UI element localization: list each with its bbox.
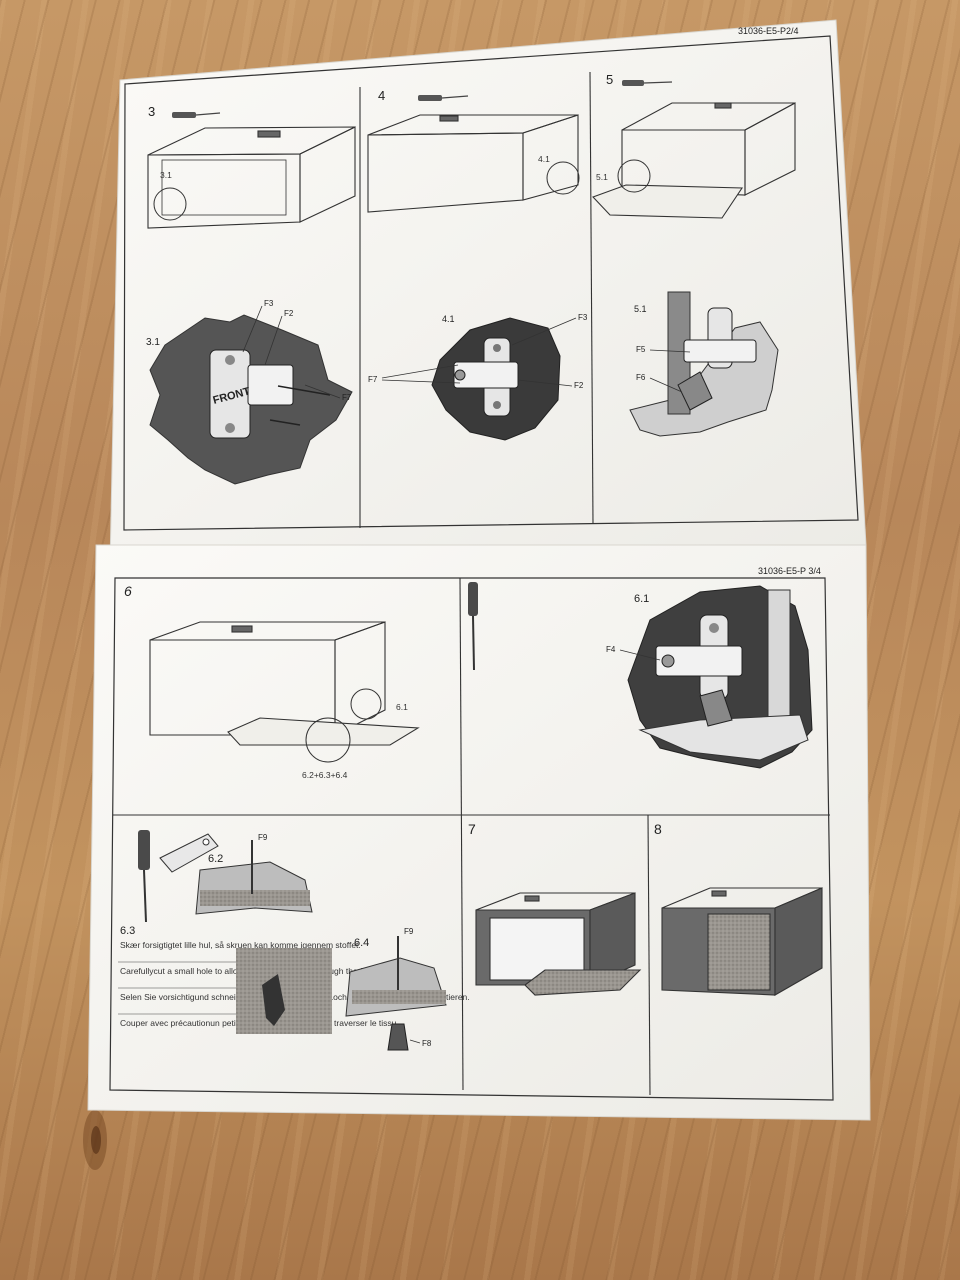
screwdriver-icon bbox=[172, 112, 221, 118]
callout-f7: F7 bbox=[368, 375, 378, 384]
hinge-plate bbox=[655, 614, 743, 727]
hinge-zoom-circle bbox=[546, 161, 580, 195]
cutter-tool-icon bbox=[159, 833, 219, 873]
callout-f4: F4 bbox=[606, 645, 616, 654]
knife-icon bbox=[262, 974, 285, 1026]
step-5-number: 5 bbox=[606, 72, 613, 87]
wood-knot bbox=[91, 1126, 101, 1154]
callout-f2: F2 bbox=[574, 381, 584, 390]
step-3-number: 3 bbox=[148, 104, 155, 119]
callout-f9: F9 bbox=[404, 927, 414, 936]
panel-step-4: 4 4.1 4.1 F3 F7 bbox=[367, 88, 588, 441]
step-6-number: 6 bbox=[124, 583, 132, 599]
callout-f7: F7 bbox=[342, 393, 352, 402]
step-7-number: 7 bbox=[468, 821, 476, 837]
callout-f5: F5 bbox=[636, 345, 646, 354]
detail-5-1-marker: 5.1 bbox=[596, 172, 608, 182]
detail-6-1-label: 6.1 bbox=[634, 593, 649, 605]
side-panel bbox=[767, 589, 791, 731]
detail-4-1-marker: 4.1 bbox=[538, 154, 550, 164]
top-sheet-code: 31036-E5-P2/4 bbox=[738, 26, 799, 36]
screwdriver-icon bbox=[418, 95, 469, 101]
bottom-instruction-sheet: 31036-E5-P 3/4 6 6.1 6.2+6.3+6.4 6.1 bbox=[87, 544, 871, 1121]
door-edge bbox=[638, 714, 809, 761]
combo-6-2-6-3-6-4: 6.2+6.3+6.4 bbox=[302, 770, 348, 780]
hinge-zoom-circle bbox=[153, 187, 187, 221]
detail-4-1-label: 4.1 bbox=[442, 314, 455, 324]
screwdriver-icon bbox=[138, 830, 150, 923]
cabinet-drawing-3 bbox=[147, 126, 356, 229]
hinge-zoom-circle bbox=[617, 159, 651, 193]
fabric-layer bbox=[200, 890, 310, 906]
callout-f3: F3 bbox=[578, 313, 588, 322]
instruction-da: Skær forsigtigtet lille hul, så skruen k… bbox=[120, 940, 361, 950]
knob-icon bbox=[387, 1023, 409, 1051]
step-6-3-label: 6.3 bbox=[120, 925, 135, 937]
panel-step-6: 6 6.1 6.2+6.3+6.4 bbox=[124, 583, 420, 780]
screwdriver-icon bbox=[622, 80, 673, 86]
hinge-plate bbox=[453, 337, 519, 417]
cabinet-drawing-7 bbox=[475, 892, 642, 996]
callout-f8: F8 bbox=[422, 1039, 432, 1048]
top-instruction-sheet: 31036-E5-P2/4 3 3.1 bbox=[109, 19, 867, 566]
step-6-4-label: 6.4 bbox=[354, 937, 369, 949]
cabinet-drawing-4 bbox=[367, 114, 579, 213]
panel-step-3: 3 3.1 FRONT bbox=[146, 104, 356, 485]
hinge-plate bbox=[677, 307, 757, 411]
callout-f9: F9 bbox=[258, 833, 268, 842]
hinge-plate: FRONT bbox=[209, 349, 331, 439]
panel-step-6-1: 6.1 F4 bbox=[468, 582, 813, 769]
cabinet-drawing-5 bbox=[592, 102, 796, 219]
panel-step-6-2-to-6-4: 6.2 F9 6.3 Skær forsigtigtet lille hul, … bbox=[118, 830, 470, 1051]
callout-f3: F3 bbox=[264, 299, 274, 308]
step-8-number: 8 bbox=[654, 821, 662, 837]
panel-step-5: 5 5.1 5.1 F5 F6 bbox=[592, 72, 796, 437]
detail-5-1-label: 5.1 bbox=[634, 304, 647, 314]
fabric-swatch bbox=[236, 948, 332, 1034]
cabinet-drawing-6 bbox=[149, 621, 420, 746]
callout-f2: F2 bbox=[284, 309, 294, 318]
panel-step-7: 7 bbox=[468, 821, 642, 996]
hinge-zoom-circle bbox=[350, 688, 382, 720]
callout-f6: F6 bbox=[636, 373, 646, 382]
fabric-layer bbox=[352, 990, 446, 1004]
step-4-number: 4 bbox=[378, 88, 385, 103]
screw-zoom-circle bbox=[305, 717, 351, 763]
step-6-2-label: 6.2 bbox=[208, 853, 223, 865]
bottom-sheet-code: 31036-E5-P 3/4 bbox=[758, 566, 821, 576]
detail-3-1-label: 3.1 bbox=[146, 337, 160, 348]
cabinet-drawing-8 bbox=[661, 887, 823, 996]
panel-step-8: 8 bbox=[654, 821, 823, 996]
detail-6-1-marker: 6.1 bbox=[396, 702, 408, 712]
detail-3-1-marker: 3.1 bbox=[160, 170, 172, 180]
screwdriver-icon bbox=[468, 582, 478, 671]
